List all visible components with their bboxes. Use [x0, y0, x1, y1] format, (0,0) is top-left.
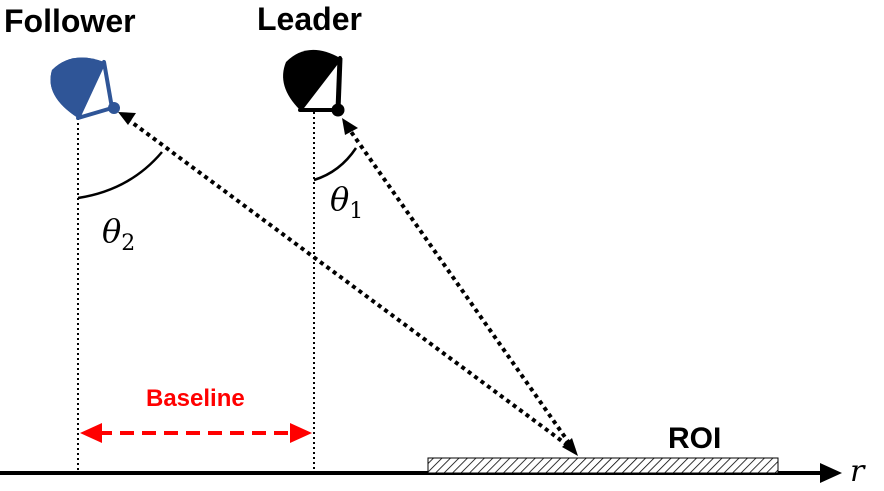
theta2-arc [77, 151, 163, 200]
leader-line-of-sight [342, 118, 576, 452]
leader-label: Leader [257, 1, 362, 37]
follower-label: Follower [4, 3, 136, 39]
roi-label: ROI [668, 422, 721, 455]
baseline-label: Baseline [146, 385, 245, 412]
axis-arrowhead-icon [820, 463, 842, 483]
theta2-label: θ2 [102, 212, 135, 256]
baseline-dimension: Baseline [80, 385, 312, 443]
follower-los-arrowhead-icon [118, 112, 136, 125]
theta1-label: θ1 [330, 180, 363, 224]
roi-target-arrowhead-icon [562, 438, 578, 456]
axis-label-r: r [850, 454, 866, 489]
baseline-left-arrowhead-icon [80, 423, 102, 443]
follower-satellite-icon [50, 57, 120, 120]
follower-line-of-sight [118, 112, 576, 452]
roi-hatch [427, 457, 779, 474]
baseline-right-arrowhead-icon [290, 423, 312, 443]
leader-los-arrowhead-icon [342, 118, 358, 135]
theta1-arc [313, 147, 358, 182]
leader-satellite-icon [283, 49, 345, 117]
roi-region: ROI [427, 422, 779, 474]
